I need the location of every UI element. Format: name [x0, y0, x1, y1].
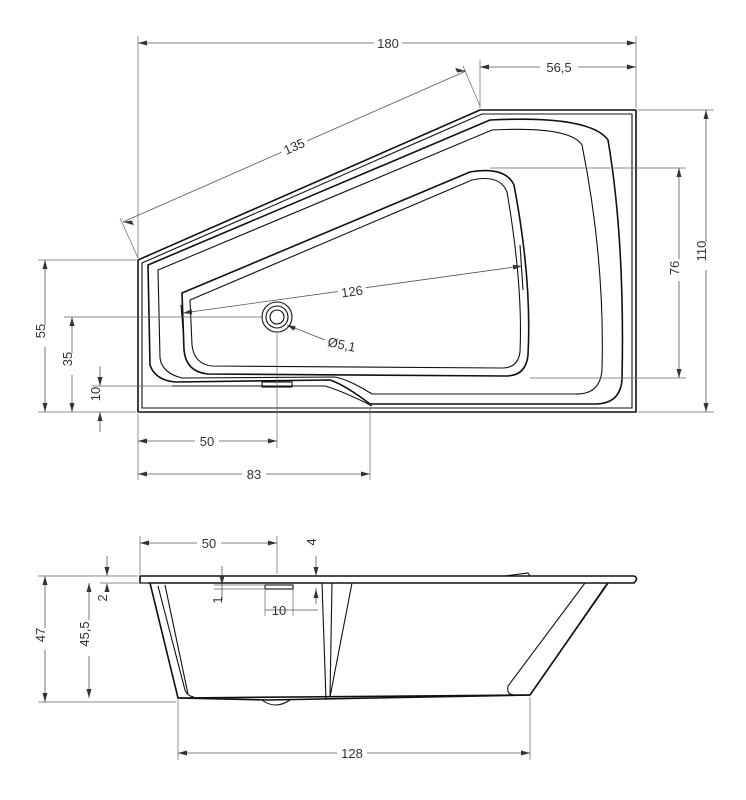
dim-short-edge: 56,5	[546, 60, 571, 75]
dim-inner-depth: 76	[667, 261, 682, 275]
drain-inner-ring	[269, 309, 285, 325]
dim-inner-length: 126	[340, 283, 364, 301]
side-left-inner-contour	[164, 584, 189, 695]
side-view-dimensions: 50 4 2 1 10 47	[33, 535, 531, 761]
side-right-wall-inner	[507, 582, 607, 696]
drain-middle-ring	[265, 305, 289, 329]
dim-seat-height: 10	[88, 387, 103, 401]
top-view-bathtub	[137, 109, 637, 413]
dim-overall-width: 180	[377, 36, 399, 51]
side-dim-total-height: 47	[33, 628, 48, 642]
side-middle-wall	[321, 582, 353, 701]
side-drain-bump	[261, 699, 291, 706]
side-view-bathtub	[139, 572, 638, 706]
dim-seat-offset-x: 83	[247, 467, 261, 482]
seat-step-edge	[172, 385, 373, 407]
dim-left-height: 55	[33, 324, 48, 338]
side-overflow-slot	[264, 584, 294, 590]
dim-drain-diameter: Ø5,1	[326, 334, 357, 355]
basin-second-edge	[157, 128, 603, 395]
basin-top-edge	[147, 118, 624, 405]
side-dim-bottom-length: 128	[341, 746, 363, 761]
side-rim-lip	[504, 572, 531, 577]
rim-inner-outline	[141, 113, 633, 409]
outer-rim-outline	[137, 109, 637, 413]
grip-mark-right	[519, 244, 524, 291]
side-rim	[139, 575, 638, 584]
top-view-dimensions: 180 56,5 135 110 76	[33, 35, 714, 482]
side-dim-drain-offset-x: 50	[202, 536, 216, 551]
side-dim-inner-height: 45,5	[77, 621, 92, 646]
side-dim-overflow-height: 1	[210, 596, 225, 603]
side-dim-rim-thickness: 4	[304, 538, 319, 545]
side-dim-overflow-width: 10	[272, 603, 286, 618]
dim-overall-depth: 110	[694, 241, 709, 262]
basin-floor-outline	[181, 169, 530, 377]
basin-floor-inner	[189, 177, 522, 369]
drain	[261, 301, 293, 333]
side-dim-rim-step: 2	[95, 594, 110, 601]
side-left-wall-inner	[157, 585, 195, 698]
dim-drain-offset-x: 50	[200, 434, 214, 449]
dim-drain-offset-y: 35	[60, 352, 75, 366]
side-bottom-line	[177, 694, 531, 699]
grip-mark-left	[180, 304, 184, 331]
